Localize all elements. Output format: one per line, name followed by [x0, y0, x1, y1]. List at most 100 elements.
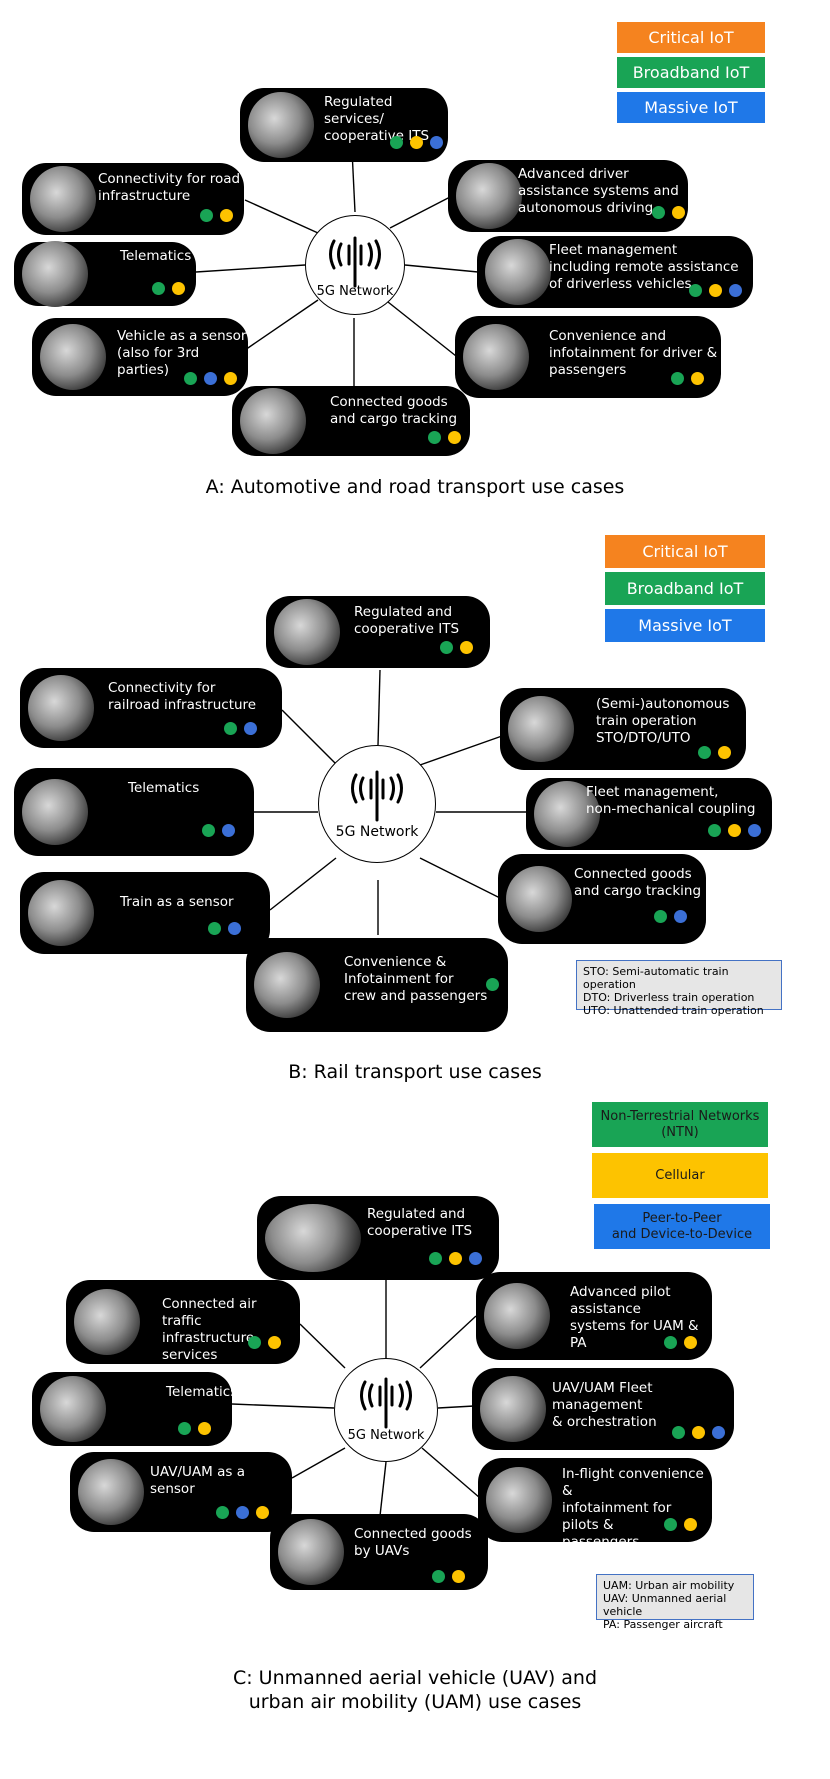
- abbreviation-note: UAM: Urban air mobility UAV: Unmanned ae…: [596, 1574, 754, 1631]
- connector-lines: [195, 149, 479, 388]
- usecase-label: Regulated and cooperative ITS: [354, 604, 460, 637]
- yellow-dot: [224, 372, 237, 385]
- usecase-dots: [654, 910, 687, 923]
- freight-wagon-photo-icon: [506, 866, 572, 932]
- blue-dot: [748, 824, 761, 837]
- legend-cellular: Cellular: [592, 1153, 768, 1198]
- usecase-label: Connectivity for railroad infrastructure: [108, 680, 257, 713]
- usecase-label: Fleet management, non-mechanical couplin…: [586, 784, 756, 817]
- yellow-dot: [728, 824, 741, 837]
- antenna-icon: [329, 236, 381, 288]
- air-traffic-photo-icon: [74, 1289, 140, 1355]
- blue-dot: [228, 922, 241, 935]
- usecase-label: Regulated and cooperative ITS: [367, 1206, 473, 1239]
- section-uav: Non-Terrestrial Networks (NTN) Cellular …: [0, 1100, 830, 1779]
- usecase-dots: [432, 1570, 465, 1583]
- usecase-label: UAV/UAM as a sensor: [150, 1464, 245, 1497]
- train-photo-icon: [28, 880, 94, 946]
- usecase-dots: [224, 722, 257, 735]
- yellow-dot: [410, 136, 423, 149]
- legend-ntn: Non-Terrestrial Networks (NTN): [592, 1102, 768, 1147]
- connector-lines: [231, 1248, 481, 1517]
- usecase-autonomous-train: (Semi-)autonomous train operation STO/DT…: [500, 688, 746, 770]
- green-dot: [654, 910, 667, 923]
- usecase-inflight-infotainment: In-flight convenience & infotainment for…: [478, 1458, 712, 1550]
- yellow-dot: [691, 372, 704, 385]
- legend-broadband-iot: Broadband IoT: [617, 57, 765, 88]
- usecase-dots: [152, 282, 185, 295]
- train-telematics-photo-icon: [22, 779, 88, 845]
- usecase-dots: [200, 209, 233, 222]
- green-dot: [178, 1422, 191, 1435]
- usecase-label: Vehicle as a sensor (also for 3rd partie…: [117, 328, 247, 378]
- usecase-dots: [664, 1336, 697, 1349]
- yellow-dot: [198, 1422, 211, 1435]
- blue-dot: [430, 136, 443, 149]
- green-dot: [202, 824, 215, 837]
- railroad-infrastructure-photo-icon: [28, 675, 94, 741]
- green-dot: [486, 978, 499, 991]
- antenna-icon: [351, 770, 403, 822]
- uav-telematics-photo-icon: [40, 1376, 106, 1442]
- green-dot: [672, 1426, 685, 1439]
- green-dot: [698, 746, 711, 759]
- blue-dot: [222, 824, 235, 837]
- usecase-dots: [652, 206, 685, 219]
- legend-label: Peer-to-Peer and Device-to-Device: [611, 1210, 753, 1242]
- usecase-label: Connected goods and cargo tracking: [574, 866, 702, 899]
- uav-sensor-photo-icon: [78, 1459, 144, 1525]
- usecase-rail-telematics: Telematics: [14, 768, 254, 856]
- usecase-dots: [664, 1518, 697, 1531]
- legend-label: Massive IoT: [644, 98, 738, 117]
- usecase-label: UAV/UAM Fleet management & orchestration: [552, 1380, 657, 1430]
- caption-uav: C: Unmanned aerial vehicle (UAV) and urb…: [232, 1667, 598, 1713]
- green-dot: [152, 282, 165, 295]
- blue-dot: [729, 284, 742, 297]
- legend-broadband-iot: Broadband IoT: [605, 572, 765, 605]
- green-dot: [216, 1506, 229, 1519]
- usecase-train-sensor: Train as a sensor: [20, 872, 270, 954]
- usecase-telematics: Telematics: [14, 241, 196, 307]
- yellow-dot: [684, 1336, 697, 1349]
- hub-5g-network: 5G Network: [334, 1358, 438, 1462]
- delivery-drone-photo-icon: [278, 1519, 344, 1585]
- legend-massive-iot: Massive IoT: [605, 609, 765, 642]
- train-cab-photo-icon: [508, 696, 574, 762]
- usecase-label: Connected goods and cargo tracking: [330, 394, 458, 427]
- usecase-dots: [672, 1426, 725, 1439]
- green-dot: [671, 372, 684, 385]
- inflight-cabin-photo-icon: [486, 1467, 552, 1533]
- usecase-dots: [390, 136, 443, 149]
- green-dot: [664, 1518, 677, 1531]
- abbreviation-note: STO: Semi-automatic train operation DTO:…: [576, 960, 782, 1017]
- caption-automotive: A: Automotive and road transport use cas…: [205, 476, 625, 498]
- driver-assistance-photo-icon: [456, 163, 522, 229]
- yellow-dot: [684, 1518, 697, 1531]
- usecase-label: Connected goods by UAVs: [354, 1526, 472, 1559]
- legend-label: Cellular: [655, 1167, 705, 1183]
- usecase-dots: [440, 641, 473, 654]
- green-dot: [708, 824, 721, 837]
- usecase-label: Train as a sensor: [120, 894, 234, 910]
- usecase-uav-telematics: Telematics: [32, 1372, 237, 1446]
- usecase-dots: [216, 1506, 269, 1519]
- usecase-label: Convenience & Infotainment for crew and …: [344, 954, 488, 1004]
- traffic-road-photo-icon: [248, 92, 314, 158]
- hub-label: 5G Network: [335, 824, 419, 840]
- usecase-infotainment: Convenience and infotainment for driver …: [455, 316, 721, 398]
- green-dot: [689, 284, 702, 297]
- yellow-dot: [448, 431, 461, 444]
- cargo-box-photo-icon: [240, 388, 306, 454]
- green-dot: [224, 722, 237, 735]
- green-dot: [200, 209, 213, 222]
- usecase-dots: [689, 284, 742, 297]
- green-dot: [652, 206, 665, 219]
- usecase-dots: [202, 824, 235, 837]
- train-coupling-photo-icon: [534, 781, 600, 847]
- drones-sky-photo-icon: [265, 1204, 361, 1272]
- usecase-label: Telematics: [128, 780, 200, 796]
- usecase-label: Advanced pilot assistance systems for UA…: [570, 1284, 699, 1351]
- usecase-fleet-management: Fleet management including remote assist…: [477, 236, 753, 308]
- green-dot: [432, 1570, 445, 1583]
- yellow-dot: [256, 1506, 269, 1519]
